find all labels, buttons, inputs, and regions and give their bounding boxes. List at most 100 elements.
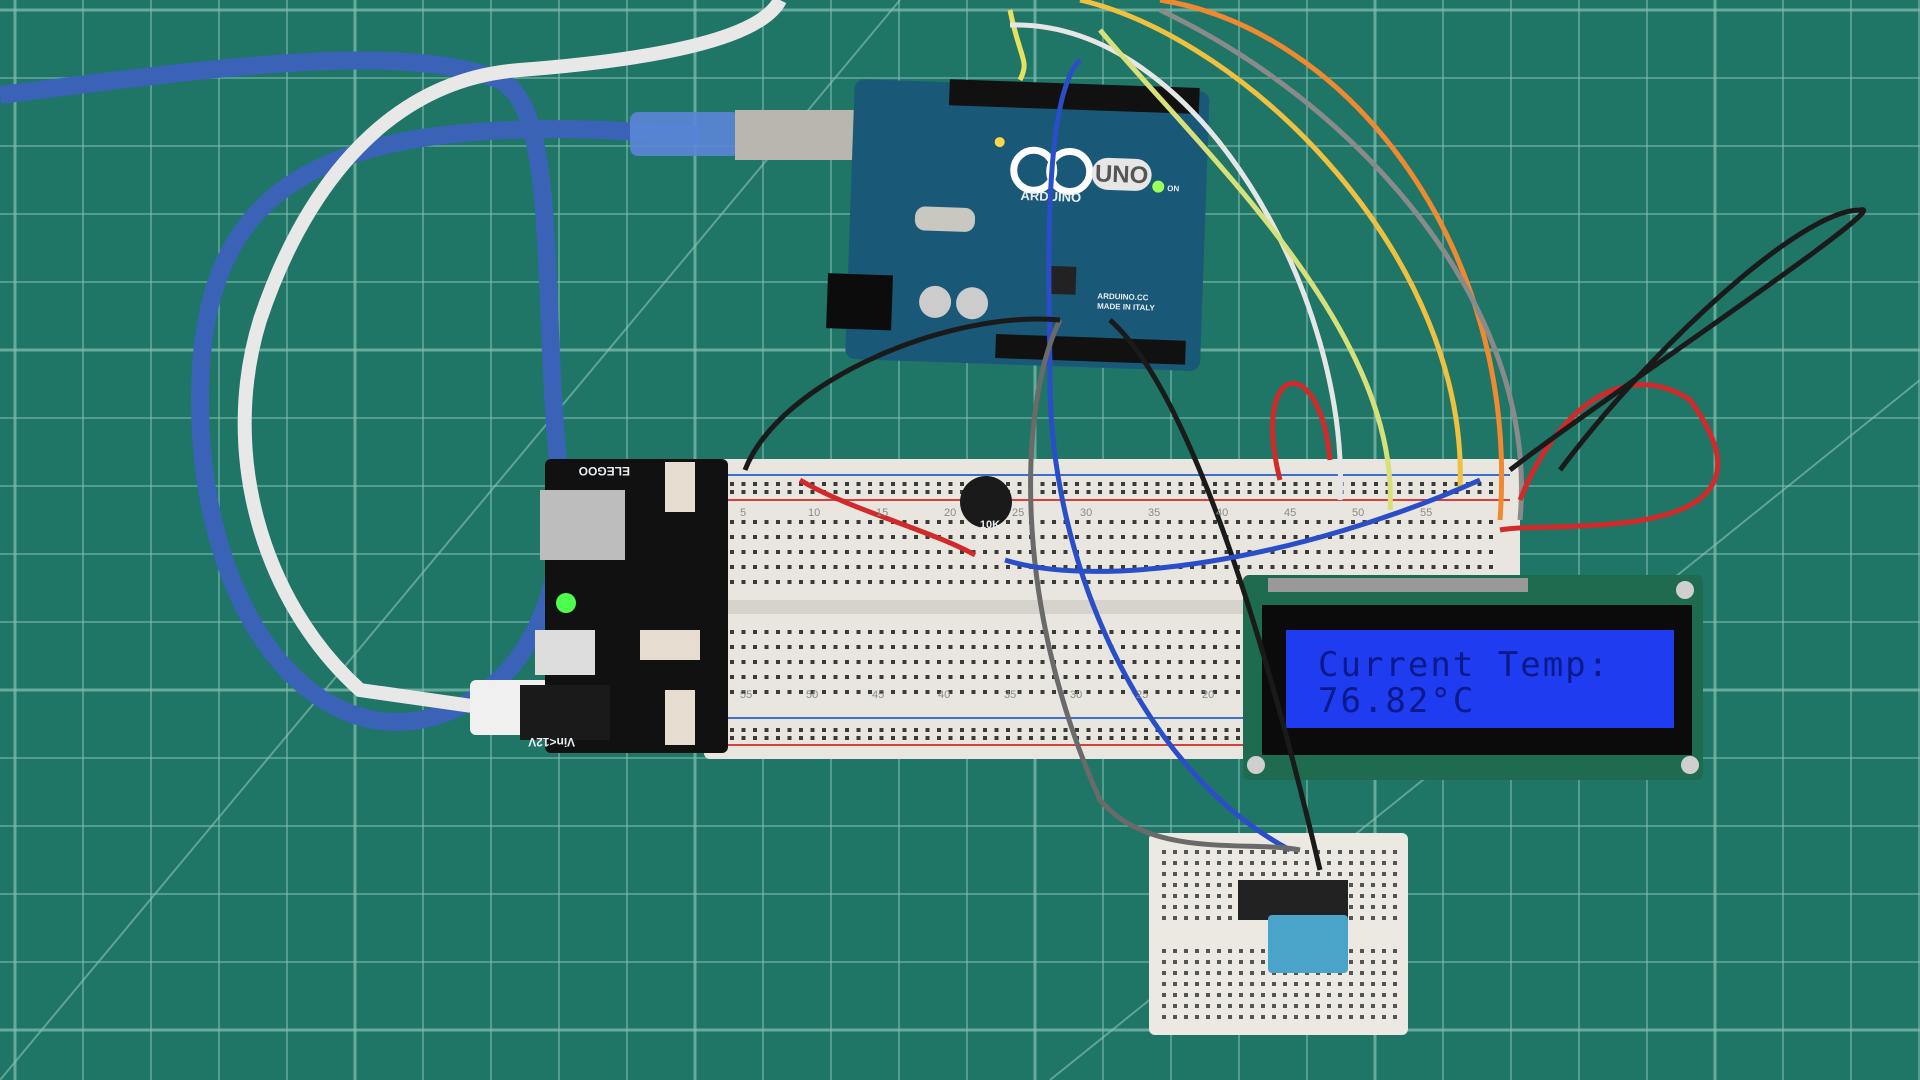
breadboard-hole [787,565,792,569]
mini-breadboard-hole [1173,905,1177,909]
breadboard-hole [937,645,941,649]
mini-breadboard-hole [1360,993,1364,997]
capacitor [956,287,989,320]
breadboard-hole [799,550,803,554]
breadboard-hole [948,736,953,740]
mini-breadboard-hole [1206,982,1210,986]
breadboard-hole [1213,690,1217,694]
breadboard-hole [1397,490,1401,494]
mini-breadboard-hole [1283,861,1287,865]
breadboard-hole [1201,630,1206,634]
breadboard-hole [1155,550,1160,554]
breadboard-hole [730,660,734,664]
breadboard-hole [845,690,849,694]
breadboard-hole [1121,580,1125,584]
mini-breadboard-hole [1382,894,1386,898]
breadboard-hole [937,630,941,634]
mini-breadboard-hole [1184,916,1188,920]
breadboard-hole [833,550,838,554]
breadboard-hole [1178,580,1183,584]
breadboard-hole [1178,736,1183,740]
breadboard-hole [1213,630,1217,634]
breadboard-hole [730,690,734,694]
breadboard-hole [1075,645,1079,649]
breadboard-hole [856,550,861,554]
breadboard-hole [1040,728,1045,732]
breadboard-hole [879,520,884,524]
breadboard-hole [937,520,941,524]
breadboard-hole [856,660,861,664]
mini-breadboard-hole [1327,993,1331,997]
breadboard-hole [1006,645,1010,649]
breadboard-hole [1213,660,1217,664]
mini-breadboard-hole [1316,993,1320,997]
breadboard-hole [1029,580,1033,584]
breadboard-hole [1144,580,1148,584]
mini-breadboard-hole [1228,949,1232,953]
mini-breadboard-hole [1349,1015,1353,1019]
breadboard-hole [1305,490,1309,494]
mini-breadboard-hole [1228,861,1232,865]
breadboard-hole [1385,565,1390,569]
mini-breadboard-hole [1173,960,1177,964]
mini-breadboard-hole [1294,872,1298,876]
mini-breadboard-hole [1162,905,1166,909]
breadboard-hole [810,645,815,649]
breadboard-hole [1408,482,1413,486]
mini-breadboard-hole [1239,850,1243,854]
breadboard-hole [1213,535,1217,539]
mini-breadboard-hole [1206,949,1210,953]
breadboard-hole [1178,535,1183,539]
breadboard-hole [1017,482,1022,486]
jumper-wires [742,0,1866,871]
mini-breadboard-hole [1371,850,1375,854]
mini-breadboard-hole [1261,1015,1265,1019]
breadboard-hole [1040,520,1045,524]
lcd-line-2: 76.82°C [1318,681,1475,721]
usb-cable [0,51,701,731]
breadboard-hole [1098,675,1102,679]
breadboard-hole [1236,690,1240,694]
mini-breadboard-hole [1239,993,1243,997]
breadboard-hole [1466,550,1470,554]
mini-breadboard-hole [1173,872,1177,876]
mini-breadboard-hole [1206,971,1210,975]
mini-breadboard-hole [1261,872,1265,876]
breadboard-column-number: 40 [938,689,950,701]
breadboard-hole [1190,490,1194,494]
mat-diagonal-line [0,0,901,1080]
capacitor [919,285,952,318]
mini-breadboard-hole [1371,1015,1375,1019]
breadboard-hole [1075,690,1079,694]
breadboard-hole [1178,660,1183,664]
breadboard-hole [856,675,861,679]
breadboard-column-number: 5 [740,507,746,519]
breadboard-hole [799,736,803,740]
breadboard-hole [1017,520,1022,524]
breadboard-hole [948,690,953,694]
breadboard-hole [776,550,780,554]
breadboard-hole [1086,728,1091,732]
breadboard-column-number: 50 [806,689,818,701]
breadboard-hole [891,660,895,664]
breadboard-hole [1466,520,1470,524]
breadboard-hole [1086,565,1091,569]
breadboard-hole [1017,645,1022,649]
breadboard-hole [1489,535,1493,539]
breadboard-hole [799,645,803,649]
breadboard-hole [891,645,895,649]
breadboard-column-number: 55 [1420,507,1432,519]
breadboard-hole [1098,580,1102,584]
breadboard-hole [1052,690,1056,694]
breadboard-hole [983,645,987,649]
breadboard-hole [1086,520,1091,524]
breadboard-hole [1374,565,1378,569]
breadboard-hole [879,675,884,679]
breadboard-hole [960,630,964,634]
breadboard-hole [1132,660,1137,664]
breadboard-hole [1374,535,1378,539]
mini-breadboard-hole [1195,850,1199,854]
breadboard-hole [1443,490,1447,494]
breadboard-hole [914,490,918,494]
breadboard-hole [891,690,895,694]
